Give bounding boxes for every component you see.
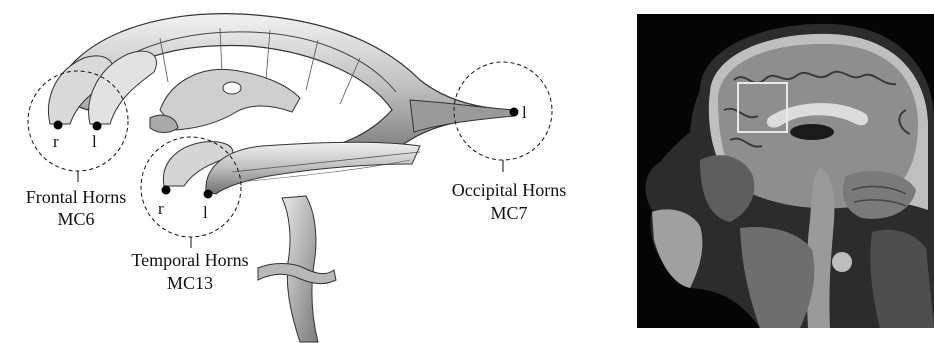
occipital-l-dot [510,108,519,117]
temporal-r-dot [162,186,171,195]
temporal-r-label: r [158,199,164,218]
frontal-l-label: l [92,132,97,151]
temporal-l-dot [204,190,213,199]
occipital-horn-shape [410,100,514,132]
sagittal-mri-image [637,14,934,328]
frontal-r-label: r [53,132,59,151]
frontal-horns-title: Frontal Horns [26,187,127,207]
frontal-horns-code: MC6 [57,209,94,229]
temporal-horn-left-shape [206,142,420,194]
occipital-l-label: l [522,103,527,122]
temporal-l-label: l [203,203,208,222]
frontal-r-dot [54,121,63,130]
ventricle-illustration [48,14,514,342]
third-ventricle-shape [160,69,300,130]
occipital-horns-code: MC7 [490,203,527,223]
temporal-horns-code: MC13 [167,273,213,293]
frontal-l-dot [93,122,102,131]
occipital-horns-title: Occipital Horns [452,180,566,200]
temporal-horns-title: Temporal Horns [131,250,248,270]
